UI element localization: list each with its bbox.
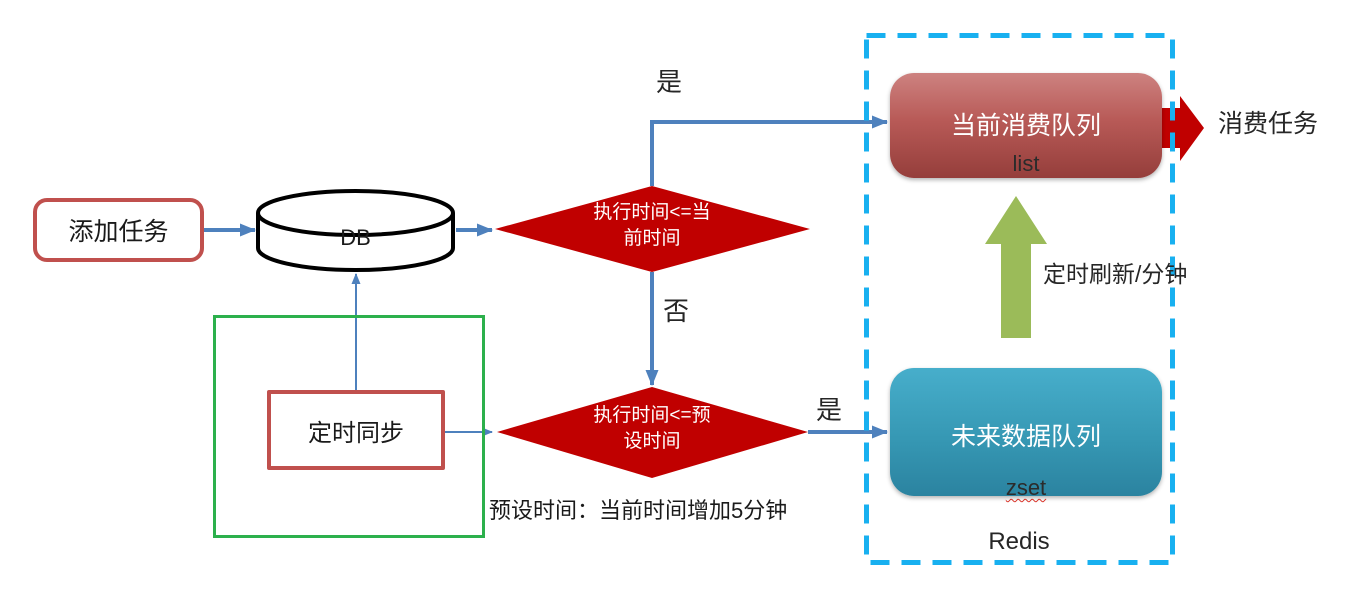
connector-decision1-yes-to-current-queue xyxy=(650,115,888,186)
db-label: DB xyxy=(340,225,371,250)
decision-current-line2: 前时间 xyxy=(623,228,681,249)
future-queue-sublabel: zset xyxy=(1005,475,1047,500)
preset-time-note: 预设时间：当前时间增加5分钟 xyxy=(489,498,788,523)
add-task-label: 添加任务 xyxy=(68,218,169,246)
current-queue-sublabel: list xyxy=(1012,151,1040,176)
consume-task-label: 消费任务 xyxy=(1218,110,1319,138)
timer-sync-node: 定时同步 xyxy=(267,390,445,470)
refresh-up-arrow xyxy=(985,196,1047,338)
decision-current-label: 执行时间<=当 前时间 xyxy=(527,200,777,252)
decision-current-line1: 执行时间<=当 xyxy=(593,202,711,223)
refresh-interval-label: 定时刷新/分钟 xyxy=(1043,261,1188,287)
decision-diamond-preset-time xyxy=(497,387,808,478)
decision-preset-label: 执行时间<=预 设时间 xyxy=(527,403,777,455)
timer-sync-label: 定时同步 xyxy=(308,419,404,447)
add-task-node: 添加任务 xyxy=(33,198,204,262)
decision-preset-line2: 设时间 xyxy=(623,431,681,452)
current-queue-label: 当前消费队列 xyxy=(950,112,1101,140)
future-queue-label: 未来数据队列 xyxy=(950,423,1101,451)
redis-dashed-boundary xyxy=(864,33,1175,565)
consume-right-arrow xyxy=(1157,96,1204,161)
current-queue-node: 当前消费队列 list xyxy=(890,73,1162,178)
branch-label-no: 否 xyxy=(663,296,690,326)
future-queue-node: 未来数据队列 zset xyxy=(890,368,1162,500)
redis-group-label: Redis xyxy=(988,528,1050,555)
branch-label-yes-top: 是 xyxy=(656,67,683,97)
branch-label-yes-right: 是 xyxy=(816,395,843,425)
db-cylinder xyxy=(256,189,455,272)
sync-group-box xyxy=(213,315,485,538)
decision-diamond-current-time xyxy=(495,186,810,272)
decision-preset-line1: 执行时间<=预 xyxy=(593,405,711,426)
